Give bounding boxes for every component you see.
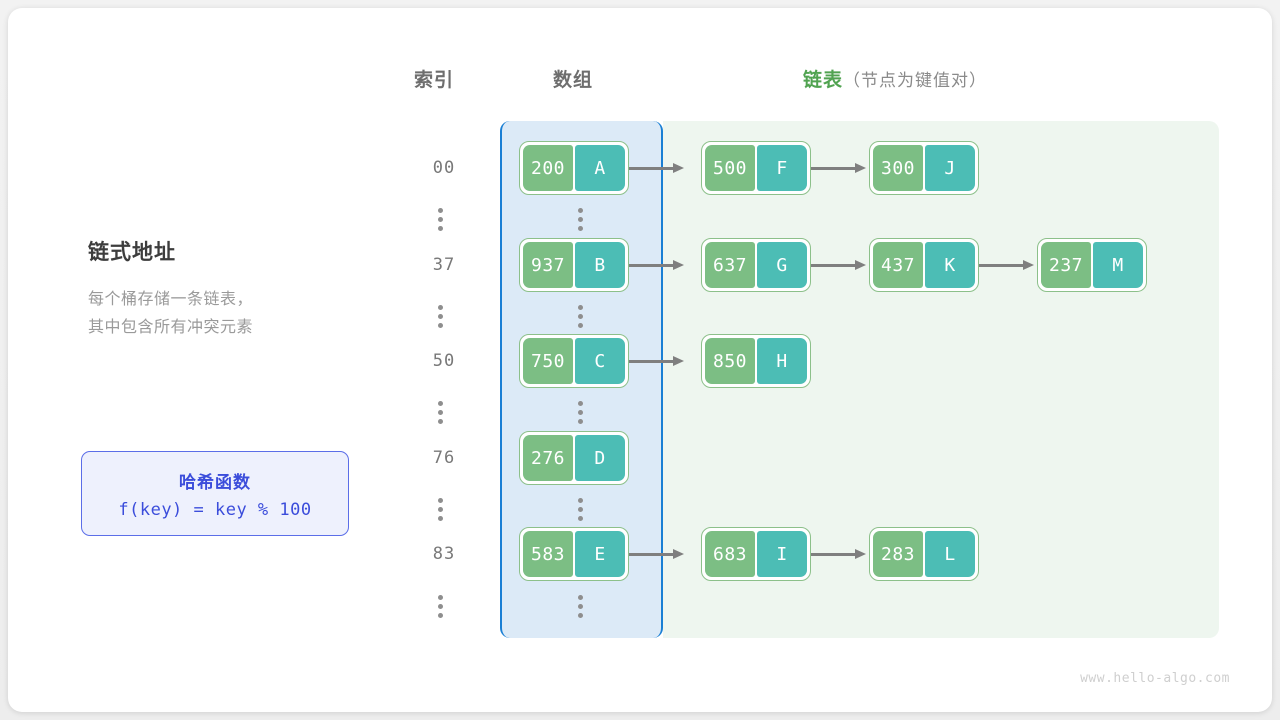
hash-function-box: 哈希函数 f(key) = key % 100 (81, 451, 349, 536)
index-ellipsis-icon (438, 498, 443, 521)
link-arrow-icon (979, 260, 1037, 270)
node-value: I (757, 531, 807, 577)
bucket-index-label: 50 (432, 351, 456, 371)
bucket-index-label: 37 (432, 255, 456, 275)
node-key: 750 (523, 338, 573, 384)
link-arrow-icon (629, 163, 687, 173)
index-ellipsis-icon (438, 305, 443, 328)
node-key: 583 (523, 531, 573, 577)
link-arrow-icon (811, 163, 869, 173)
node-key: 850 (705, 338, 755, 384)
node-value: F (757, 145, 807, 191)
array-ellipsis-icon (578, 305, 583, 328)
node-value: L (925, 531, 975, 577)
column-header-linkedlist: 链表（节点为键值对） (803, 65, 987, 92)
array-ellipsis-icon (578, 498, 583, 521)
array-ellipsis-icon (578, 208, 583, 231)
index-ellipsis-icon (438, 401, 443, 424)
node-value: M (1093, 242, 1143, 288)
index-ellipsis-icon (438, 208, 443, 231)
link-arrow-icon (811, 549, 869, 559)
column-header-index: 索引 (414, 70, 455, 91)
array-ellipsis-icon (578, 401, 583, 424)
bucket-index-label: 76 (432, 448, 456, 468)
node-value: H (757, 338, 807, 384)
node-key: 283 (873, 531, 923, 577)
link-arrow-icon (629, 356, 687, 366)
node-value: E (575, 531, 625, 577)
node-key: 500 (705, 145, 755, 191)
hash-function-formula: f(key) = key % 100 (118, 499, 312, 520)
array-ellipsis-icon (578, 595, 583, 618)
node-key: 437 (873, 242, 923, 288)
bucket-index-label: 00 (432, 158, 456, 178)
node-key: 683 (705, 531, 755, 577)
node-value: A (575, 145, 625, 191)
node-value: K (925, 242, 975, 288)
index-ellipsis-icon (438, 595, 443, 618)
node-value: G (757, 242, 807, 288)
column-header-linkedlist-sub: （节点为键值对） (843, 71, 988, 90)
description-block: 链式地址 每个桶存储一条链表， 其中包含所有冲突元素 (88, 236, 368, 342)
node-value: J (925, 145, 975, 191)
link-arrow-icon (629, 260, 687, 270)
node-key: 937 (523, 242, 573, 288)
diagram-card: 索引 数组 链表（节点为键值对） 链式地址 每个桶存储一条链表， 其中包含所有冲… (8, 8, 1272, 712)
description-body: 每个桶存储一条链表， 其中包含所有冲突元素 (88, 286, 368, 342)
node-key: 276 (523, 435, 573, 481)
node-key: 237 (1041, 242, 1091, 288)
link-arrow-icon (811, 260, 869, 270)
column-header-array: 数组 (553, 70, 594, 91)
description-line-1: 每个桶存储一条链表， (88, 291, 254, 308)
node-value: C (575, 338, 625, 384)
description-line-2: 其中包含所有冲突元素 (88, 319, 254, 336)
node-key: 300 (873, 145, 923, 191)
link-arrow-icon (629, 549, 687, 559)
node-value: B (575, 242, 625, 288)
column-header-linkedlist-main: 链表 (803, 70, 844, 91)
description-title: 链式地址 (88, 241, 176, 264)
node-value: D (575, 435, 625, 481)
watermark: www.hello-algo.com (1080, 671, 1230, 686)
node-key: 637 (705, 242, 755, 288)
bucket-index-label: 83 (432, 544, 456, 564)
hash-function-title: 哈希函数 (179, 472, 251, 492)
node-key: 200 (523, 145, 573, 191)
